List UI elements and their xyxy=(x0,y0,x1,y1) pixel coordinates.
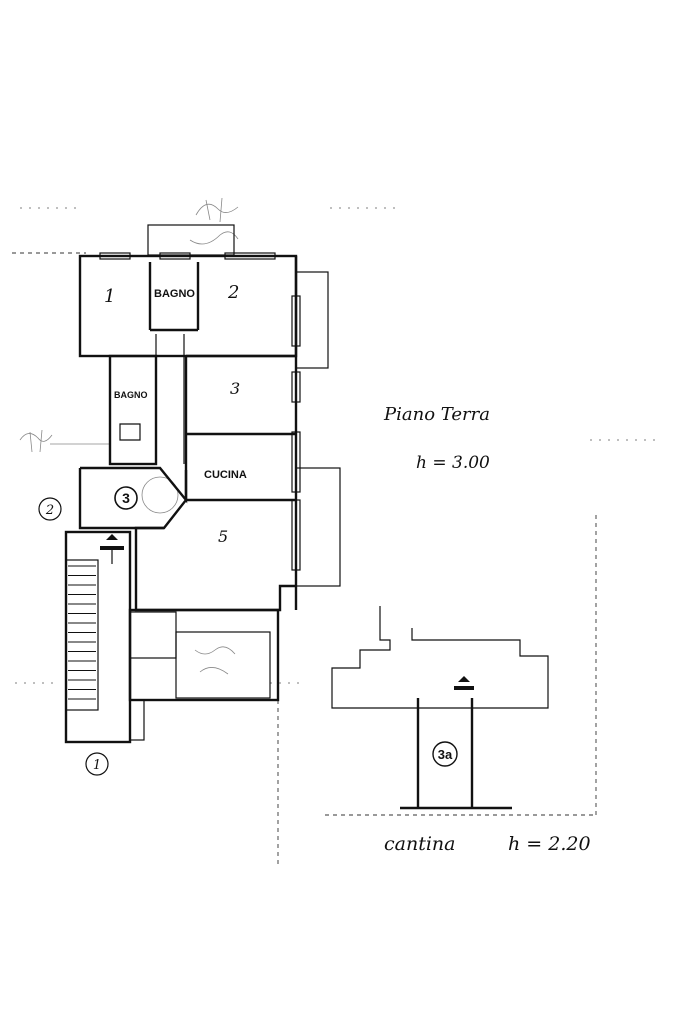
marker-2: 2 xyxy=(38,497,62,521)
room-5-label: 5 xyxy=(218,527,228,546)
floor-height: h = 3.00 xyxy=(416,453,490,473)
unit-marker: 3 xyxy=(114,486,138,510)
room-1-label: 1 xyxy=(104,286,115,307)
room-3-label: 3 xyxy=(230,379,240,398)
sketch-marks xyxy=(19,197,239,675)
entry-arrow-icon xyxy=(100,534,124,564)
cellar-height: h = 2.20 xyxy=(508,833,591,855)
entry-hall-walls xyxy=(78,466,188,530)
marker-1: 1 xyxy=(85,752,109,776)
kitchen-label: CUCINA xyxy=(204,469,247,481)
floor-title: Piano Terra xyxy=(383,404,490,425)
middle-rooms-walls xyxy=(108,334,296,502)
room-2-label: 2 xyxy=(227,282,239,303)
top-annex xyxy=(147,224,235,256)
bathroom-top-label: BAGNO xyxy=(154,288,195,300)
cellar-plan xyxy=(331,606,549,810)
balcony-upper xyxy=(295,271,329,369)
lower-extension xyxy=(128,608,280,741)
svg-text:2: 2 xyxy=(45,503,54,518)
staircase xyxy=(64,530,132,744)
cellar-label: cantina xyxy=(384,833,455,855)
room-5-walls xyxy=(134,526,296,612)
svg-text:3a: 3a xyxy=(438,747,453,762)
balcony-lower xyxy=(295,467,341,587)
bathroom-small-label: BAGNO xyxy=(114,390,148,400)
svg-text:1: 1 xyxy=(93,758,101,773)
cellar-marker: 3a xyxy=(432,741,458,767)
svg-text:3: 3 xyxy=(122,490,130,506)
